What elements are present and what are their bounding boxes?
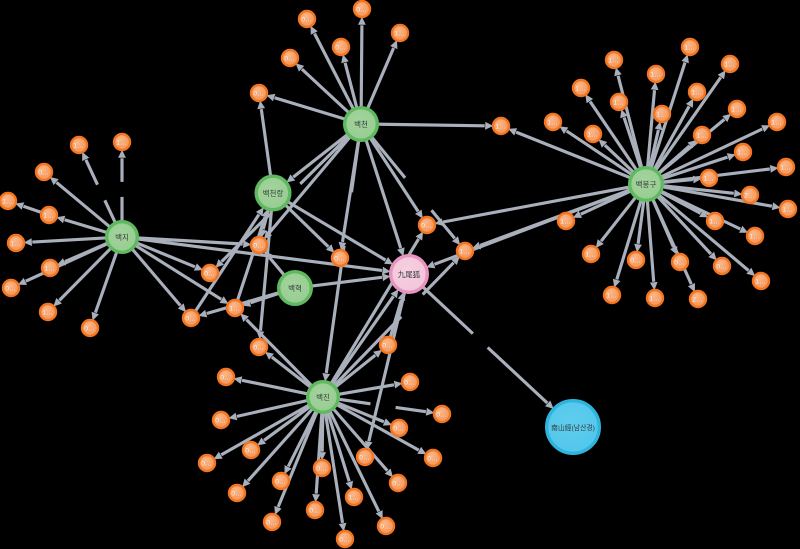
svg-text:1…: 1… bbox=[560, 219, 571, 226]
svg-text:1…: 1… bbox=[737, 150, 748, 157]
svg-text:0…: 0… bbox=[309, 508, 320, 515]
svg-text:0…: 0… bbox=[334, 256, 345, 263]
svg-text:南山經(남산경): 南山經(남산경) bbox=[551, 423, 595, 432]
svg-text:백천: 백천 bbox=[354, 119, 368, 129]
svg-text:0…: 0… bbox=[404, 380, 415, 387]
svg-text:1…: 1… bbox=[394, 31, 405, 38]
svg-text:1…: 1… bbox=[684, 45, 695, 52]
svg-text:1…: 1… bbox=[459, 249, 470, 256]
svg-text:0…: 0… bbox=[215, 418, 226, 425]
svg-text:1…: 1… bbox=[731, 107, 742, 114]
svg-text:1…: 1… bbox=[585, 252, 596, 259]
svg-text:1…: 1… bbox=[749, 234, 760, 241]
svg-text:0…: 0… bbox=[393, 426, 404, 433]
svg-text:1…: 1… bbox=[42, 310, 53, 317]
svg-text:0…: 0… bbox=[275, 479, 286, 486]
svg-text:0…: 0… bbox=[220, 375, 231, 382]
svg-text:0…: 0… bbox=[253, 345, 264, 352]
svg-text:백천랑: 백천랑 bbox=[263, 188, 284, 198]
svg-text:0…: 0… bbox=[201, 461, 212, 468]
svg-text:1…: 1… bbox=[608, 58, 619, 65]
svg-text:0…: 0… bbox=[253, 91, 264, 98]
svg-text:2…: 2… bbox=[692, 297, 703, 304]
svg-text:1…: 1… bbox=[606, 293, 617, 300]
svg-text:1…: 1… bbox=[724, 62, 735, 69]
svg-text:0…: 0… bbox=[284, 56, 295, 63]
svg-text:0…: 0… bbox=[185, 316, 196, 323]
svg-text:0…: 0… bbox=[630, 258, 641, 265]
svg-text:0…: 0… bbox=[359, 455, 370, 462]
svg-text:1…: 1… bbox=[613, 100, 624, 107]
svg-text:1…: 1… bbox=[709, 219, 720, 226]
svg-text:0…: 0… bbox=[204, 271, 215, 278]
svg-text:0…: 0… bbox=[427, 456, 438, 463]
svg-text:0…: 0… bbox=[266, 520, 277, 527]
svg-text:0…: 0… bbox=[38, 170, 49, 177]
svg-text:1…: 1… bbox=[10, 241, 21, 248]
svg-text:0…: 0… bbox=[380, 524, 391, 531]
svg-text:1…: 1… bbox=[43, 213, 54, 220]
svg-text:1…: 1… bbox=[703, 176, 714, 183]
svg-text:0…: 0… bbox=[392, 481, 403, 488]
svg-text:1…: 1… bbox=[73, 143, 84, 150]
svg-text:1…: 1… bbox=[782, 207, 793, 214]
svg-text:2…: 2… bbox=[744, 193, 755, 200]
svg-text:九尾狐: 九尾狐 bbox=[398, 269, 421, 279]
svg-text:0…: 0… bbox=[674, 260, 685, 267]
svg-text:1…: 1… bbox=[547, 120, 558, 127]
svg-text:백혁: 백혁 bbox=[288, 283, 302, 293]
svg-text:1…: 1… bbox=[348, 495, 359, 502]
svg-text:1…: 1… bbox=[650, 72, 661, 79]
svg-text:0…: 0… bbox=[84, 326, 95, 333]
svg-text:0…: 0… bbox=[382, 343, 393, 350]
svg-text:1…: 1… bbox=[755, 279, 766, 286]
svg-text:1…: 1… bbox=[229, 306, 240, 313]
svg-text:0…: 0… bbox=[339, 537, 350, 544]
svg-text:0…: 0… bbox=[716, 264, 727, 271]
svg-text:1…: 1… bbox=[44, 266, 55, 273]
svg-text:1…: 1… bbox=[771, 120, 782, 127]
svg-text:1…: 1… bbox=[587, 132, 598, 139]
svg-text:1…: 1… bbox=[649, 296, 660, 303]
svg-text:1…: 1… bbox=[691, 90, 702, 97]
svg-text:1…: 1… bbox=[495, 124, 506, 131]
svg-text:0…: 0… bbox=[436, 412, 447, 419]
svg-text:백지: 백지 bbox=[115, 232, 129, 242]
svg-text:0…: 0… bbox=[421, 223, 432, 230]
svg-text:0…: 0… bbox=[231, 491, 242, 498]
svg-text:0…: 0… bbox=[253, 243, 264, 250]
svg-text:0…: 0… bbox=[301, 17, 312, 24]
svg-text:1…: 1… bbox=[116, 140, 127, 147]
svg-text:1…: 1… bbox=[2, 199, 13, 206]
svg-text:백봉구: 백봉구 bbox=[636, 179, 657, 189]
svg-text:1…: 1… bbox=[575, 86, 586, 93]
svg-text:0…: 0… bbox=[245, 448, 256, 455]
svg-text:1…: 1… bbox=[780, 165, 791, 172]
svg-text:0…: 0… bbox=[316, 466, 327, 473]
svg-text:0…: 0… bbox=[335, 45, 346, 52]
svg-text:백진: 백진 bbox=[316, 392, 330, 402]
svg-text:1…: 1… bbox=[656, 112, 667, 119]
svg-text:1…: 1… bbox=[696, 133, 707, 140]
svg-text:0…: 0… bbox=[356, 7, 367, 14]
svg-text:0…: 0… bbox=[5, 286, 16, 293]
